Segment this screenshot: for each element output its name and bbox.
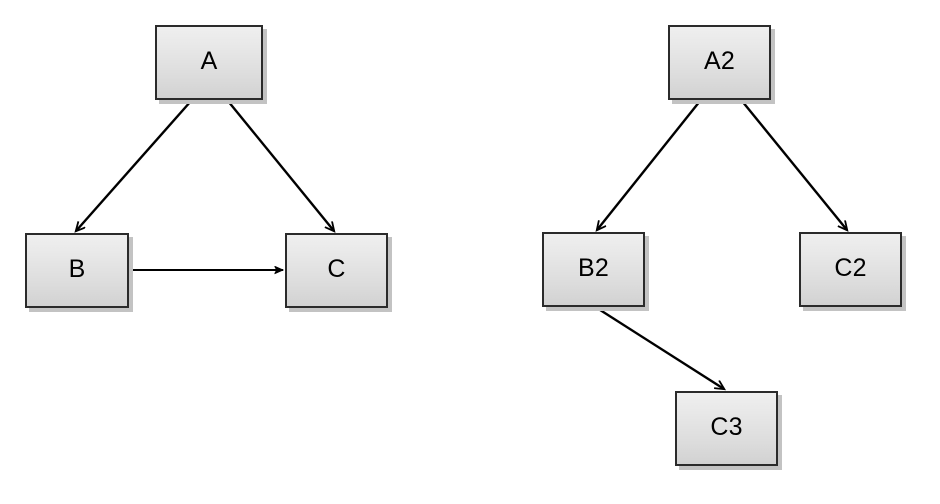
node-label: B2 <box>578 254 609 282</box>
node-label: C <box>327 255 346 283</box>
node-label: A2 <box>704 47 735 75</box>
node-c2[interactable]: C2 <box>799 232 902 307</box>
node-b[interactable]: B <box>25 233 129 308</box>
node-label: C2 <box>834 254 867 282</box>
node-label: B <box>68 255 86 283</box>
node-b2[interactable]: B2 <box>542 232 645 307</box>
node-label: A <box>200 47 218 75</box>
edge-b2-to-c3 <box>596 306 724 389</box>
edge-a-to-c <box>227 100 334 231</box>
node-c3[interactable]: C3 <box>675 391 778 466</box>
edge-a2-to-c2 <box>741 100 847 230</box>
edge-a-to-b <box>76 100 192 231</box>
node-c[interactable]: C <box>285 233 388 308</box>
edges-group <box>76 100 847 389</box>
node-label: C3 <box>710 413 743 441</box>
edge-a2-to-b2 <box>597 100 701 230</box>
node-a[interactable]: A <box>155 25 263 100</box>
node-a2[interactable]: A2 <box>668 25 771 100</box>
